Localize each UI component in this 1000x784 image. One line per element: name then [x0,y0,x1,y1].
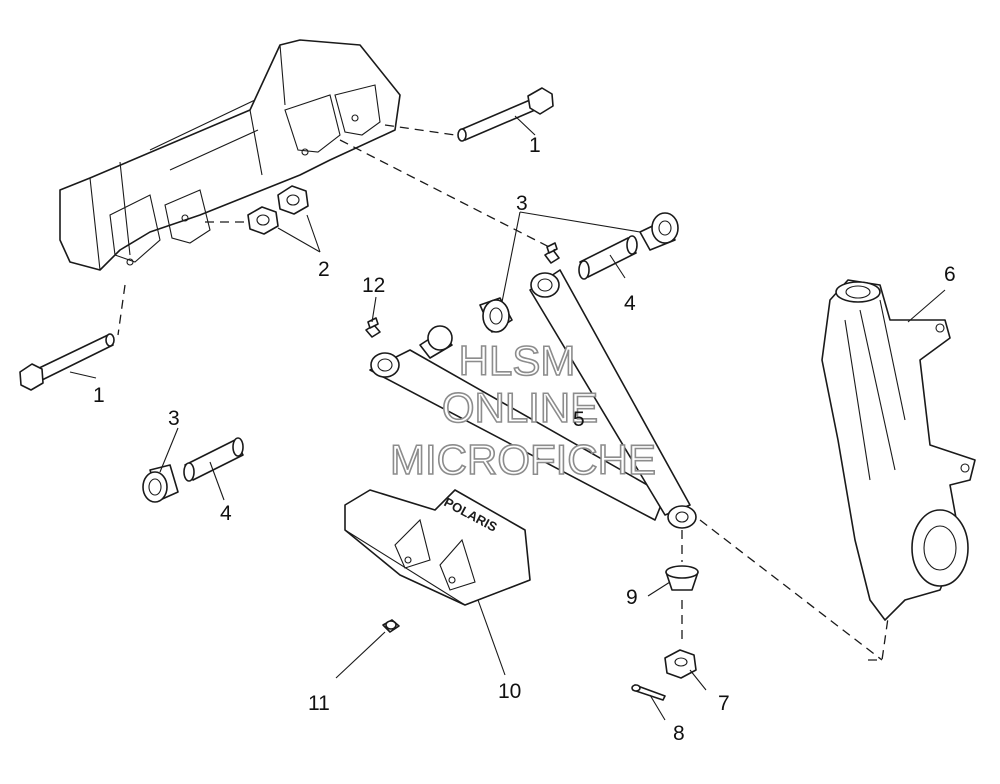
callout-1-left: 1 [93,384,105,407]
boot-9 [665,565,699,591]
watermark-line-1: HLSM [459,337,576,384]
sleeve-4-right [578,235,638,280]
grease-fitting-upper [544,242,560,264]
bushing-3-center [479,297,513,333]
a-arm-5 [369,269,697,529]
bolt-1-left [19,333,115,391]
callout-1-upper: 1 [529,134,541,157]
bushing-3-arm [419,325,453,359]
callout-7: 7 [718,692,730,715]
callout-4-right: 4 [624,292,636,315]
callout-2: 2 [318,258,330,281]
nut-2-right [277,185,309,215]
callout-5: 5 [573,408,585,431]
cotter-pin-8 [631,684,666,701]
nut-2-left [247,206,279,235]
frame-section [59,39,401,271]
sleeve-4-left [183,437,244,482]
callout-4-left: 4 [220,502,232,525]
skid-guard-10: POLARIS [344,489,531,606]
bolt-1-upper [457,87,554,142]
callout-9: 9 [626,586,638,609]
callout-12: 12 [362,274,385,297]
watermark-line-2: ONLINE [442,384,598,431]
bushing-3-right-top [639,212,679,251]
callout-8: 8 [673,722,685,745]
callout-10: 10 [498,680,521,703]
assembly-lines [117,124,889,661]
callout-3-left: 3 [168,407,180,430]
bushing-3-left [142,464,179,503]
grease-fitting-12 [365,317,381,338]
callout-11: 11 [308,692,330,715]
callout-6: 6 [944,263,956,286]
watermark-line-3: MICROFICHE [390,436,656,483]
steering-knuckle-6 [821,279,976,621]
callout-labels: 1 2 3 4 12 1 3 4 5 6 9 7 8 10 11 [93,134,956,745]
callout-3-upper: 3 [516,192,528,215]
watermark: HLSM ONLINE MICROFICHE [389,336,657,484]
castle-nut-7 [664,649,697,679]
leader-lines [69,115,946,721]
bolt-11 [382,619,400,633]
